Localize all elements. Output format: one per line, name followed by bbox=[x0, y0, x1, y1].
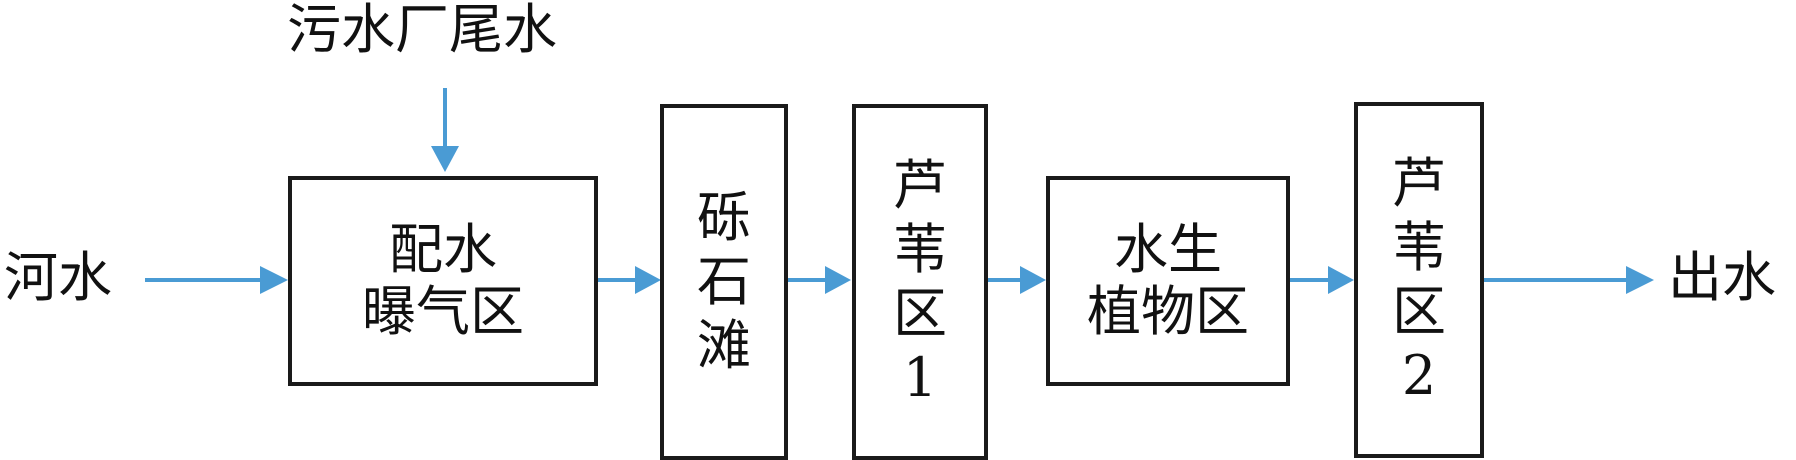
wastewater-effluent-label: 污水厂尾水 bbox=[287, 0, 557, 61]
arrow-effluent-to-aeration bbox=[431, 88, 459, 172]
reed-zone-2-char-3: 区 bbox=[1392, 280, 1446, 343]
gravel-beach-char-1: 砾 bbox=[697, 186, 751, 249]
river-water-label: 河水 bbox=[4, 246, 112, 309]
reed-zone-1-box: 芦 苇 区 1 bbox=[852, 104, 988, 460]
reed-zone-1-char-1: 芦 bbox=[893, 154, 947, 217]
gravel-beach-char-2: 石 bbox=[697, 250, 751, 313]
reed-zone-2-box: 芦 苇 区 2 bbox=[1354, 102, 1484, 458]
reed-zone-1-char-3: 区 bbox=[893, 282, 947, 345]
reed-zone-1-char-4: 1 bbox=[902, 346, 938, 409]
reed-zone-2-char-4: 2 bbox=[1401, 344, 1437, 407]
arrow-reed1-to-aquatic bbox=[988, 266, 1046, 294]
aquatic-plant-zone-label: 水生 植物区 bbox=[1087, 218, 1249, 343]
outflow-label: 出水 bbox=[1668, 246, 1776, 309]
arrow-aeration-to-gravel bbox=[598, 266, 661, 294]
gravel-beach-box: 砾 石 滩 bbox=[660, 104, 788, 460]
reed-zone-2-char-2: 苇 bbox=[1392, 216, 1446, 279]
arrow-gravel-to-reed1 bbox=[788, 266, 851, 294]
gravel-beach-char-3: 滩 bbox=[697, 314, 751, 377]
arrow-aquatic-to-reed2 bbox=[1290, 266, 1354, 294]
arrow-reed2-to-outflow bbox=[1484, 266, 1654, 294]
arrow-river-to-aeration bbox=[145, 266, 288, 294]
aquatic-plant-zone-box: 水生 植物区 bbox=[1046, 176, 1290, 386]
reed-zone-1-char-2: 苇 bbox=[893, 218, 947, 281]
reed-zone-2-char-1: 芦 bbox=[1392, 152, 1446, 215]
aeration-zone-box: 配水 曝气区 bbox=[288, 176, 598, 386]
aeration-zone-label: 配水 曝气区 bbox=[362, 218, 524, 343]
